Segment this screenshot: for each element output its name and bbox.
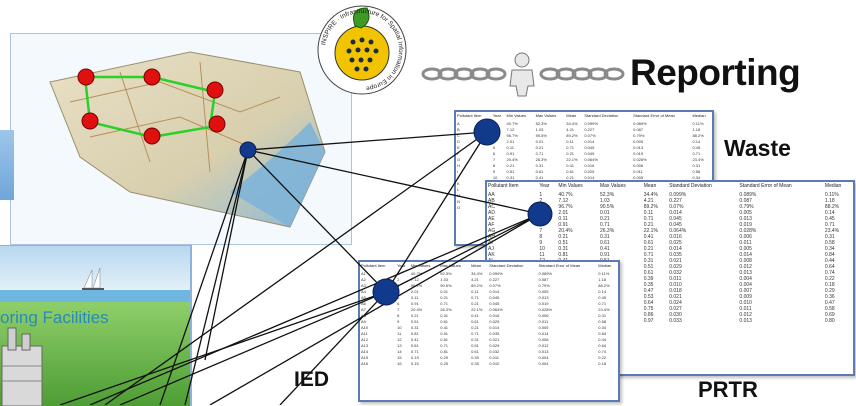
reporting-title: Reporting <box>630 52 801 93</box>
left-blue-block <box>0 130 14 200</box>
factory-icon <box>1 327 43 406</box>
facilities-caption: oring Facilities <box>0 308 109 327</box>
ied-label: IED <box>294 368 330 391</box>
inspire-seal-icon: INSPIRE · Infrastructure for Spatial Inf… <box>305 0 420 100</box>
person-icon <box>509 52 535 97</box>
map-illustration <box>40 42 340 232</box>
chain-icon <box>420 52 635 98</box>
prtr-label: PRTR <box>698 377 758 402</box>
facilities-panel: oring Facilities <box>0 245 192 406</box>
waste-label: Waste <box>724 135 791 161</box>
